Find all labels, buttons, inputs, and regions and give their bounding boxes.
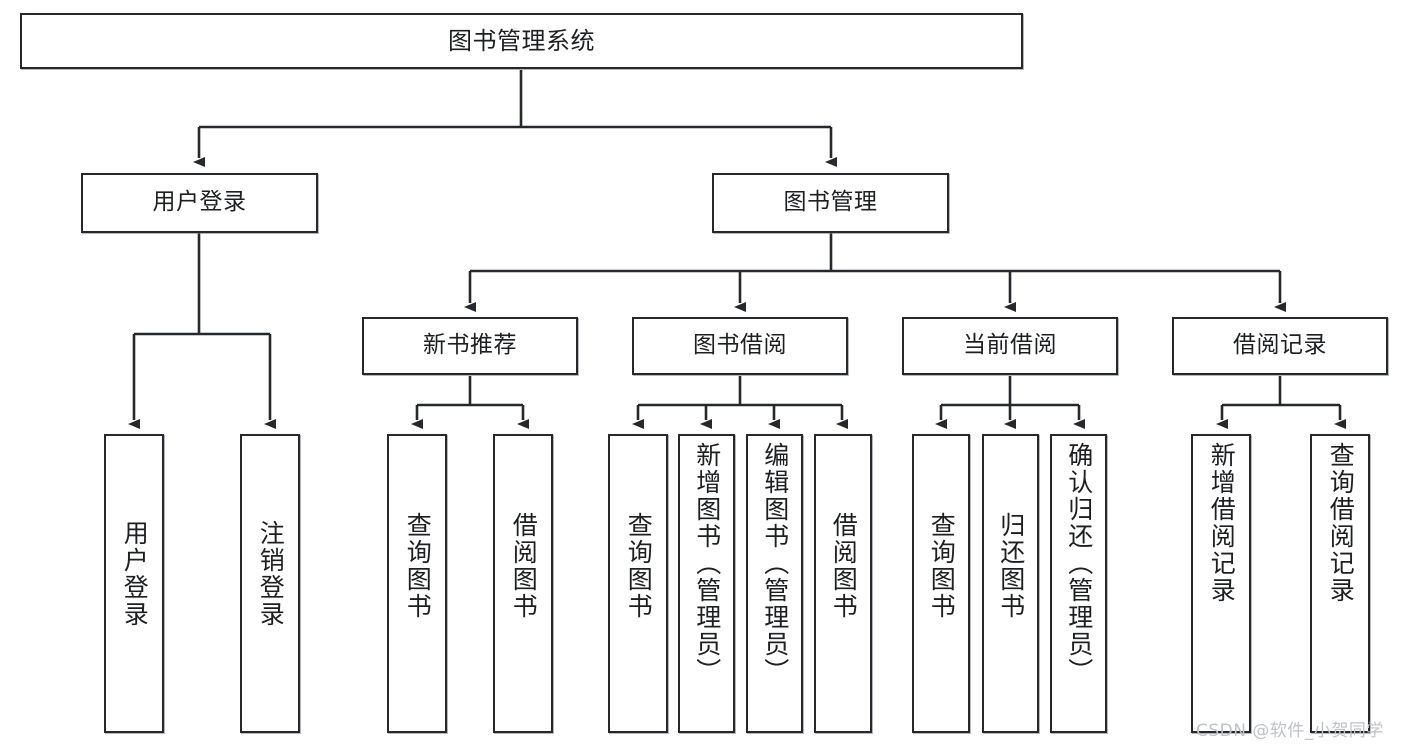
node-leaf-query-book-borrow[interactable]: 查询图书 xyxy=(608,434,668,733)
node-leaf-return-book-label: 归还图书 xyxy=(996,512,1026,620)
node-leaf-return-book[interactable]: 归还图书 xyxy=(982,434,1039,733)
node-current-borrow[interactable]: 当前借阅 xyxy=(902,317,1118,375)
node-leaf-edit-book-admin[interactable]: 编辑图书（管理员） xyxy=(746,434,803,733)
node-leaf-borrow-book-recommend[interactable]: 借阅图书 xyxy=(493,434,553,733)
node-borrow-record-label: 借阅记录 xyxy=(1233,332,1327,359)
node-current-borrow-label: 当前借阅 xyxy=(963,332,1057,359)
node-leaf-confirm-return-admin-label: 确认归还（管理员） xyxy=(1064,442,1094,685)
node-book-management[interactable]: 图书管理 xyxy=(712,173,949,233)
node-leaf-query-book-current-label: 查询图书 xyxy=(927,512,957,620)
node-user-login[interactable]: 用户登录 xyxy=(81,173,318,233)
node-leaf-user-login-label: 用户登录 xyxy=(120,520,150,628)
node-leaf-add-borrow-record[interactable]: 新增借阅记录 xyxy=(1191,434,1251,733)
node-book-borrow[interactable]: 图书借阅 xyxy=(632,317,848,375)
node-new-book-recommend[interactable]: 新书推荐 xyxy=(362,317,578,375)
node-leaf-query-book-borrow-label: 查询图书 xyxy=(624,512,654,620)
node-root[interactable]: 图书管理系统 xyxy=(20,13,1023,69)
node-leaf-logout[interactable]: 注销登录 xyxy=(240,434,300,733)
node-borrow-record[interactable]: 借阅记录 xyxy=(1172,317,1388,375)
node-leaf-query-borrow-record[interactable]: 查询借阅记录 xyxy=(1310,434,1370,733)
node-leaf-borrow-book-label: 借阅图书 xyxy=(829,512,859,620)
node-root-label: 图书管理系统 xyxy=(448,26,595,55)
node-leaf-query-book-recommend-label: 查询图书 xyxy=(403,512,433,620)
node-leaf-add-book-admin-label: 新增图书（管理员） xyxy=(692,442,722,685)
node-user-login-label: 用户登录 xyxy=(152,189,247,216)
node-leaf-add-book-admin[interactable]: 新增图书（管理员） xyxy=(678,434,735,733)
node-leaf-query-book-recommend[interactable]: 查询图书 xyxy=(387,434,447,733)
node-leaf-logout-label: 注销登录 xyxy=(256,520,286,628)
node-leaf-borrow-book[interactable]: 借阅图书 xyxy=(814,434,872,733)
node-leaf-borrow-book-recommend-label: 借阅图书 xyxy=(509,512,539,620)
node-leaf-edit-book-admin-label: 编辑图书（管理员） xyxy=(760,442,790,685)
node-leaf-add-borrow-record-label: 新增借阅记录 xyxy=(1207,442,1237,604)
csdn-watermark: CSDN @软件_小贺同学 xyxy=(1196,721,1384,741)
node-book-management-label: 图书管理 xyxy=(783,189,878,216)
node-leaf-query-borrow-record-label: 查询借阅记录 xyxy=(1326,442,1356,604)
node-leaf-query-book-current[interactable]: 查询图书 xyxy=(912,434,970,733)
node-book-borrow-label: 图书借阅 xyxy=(693,332,787,359)
node-leaf-user-login[interactable]: 用户登录 xyxy=(104,434,164,733)
node-leaf-confirm-return-admin[interactable]: 确认归还（管理员） xyxy=(1050,434,1107,733)
node-new-book-recommend-label: 新书推荐 xyxy=(423,332,517,359)
